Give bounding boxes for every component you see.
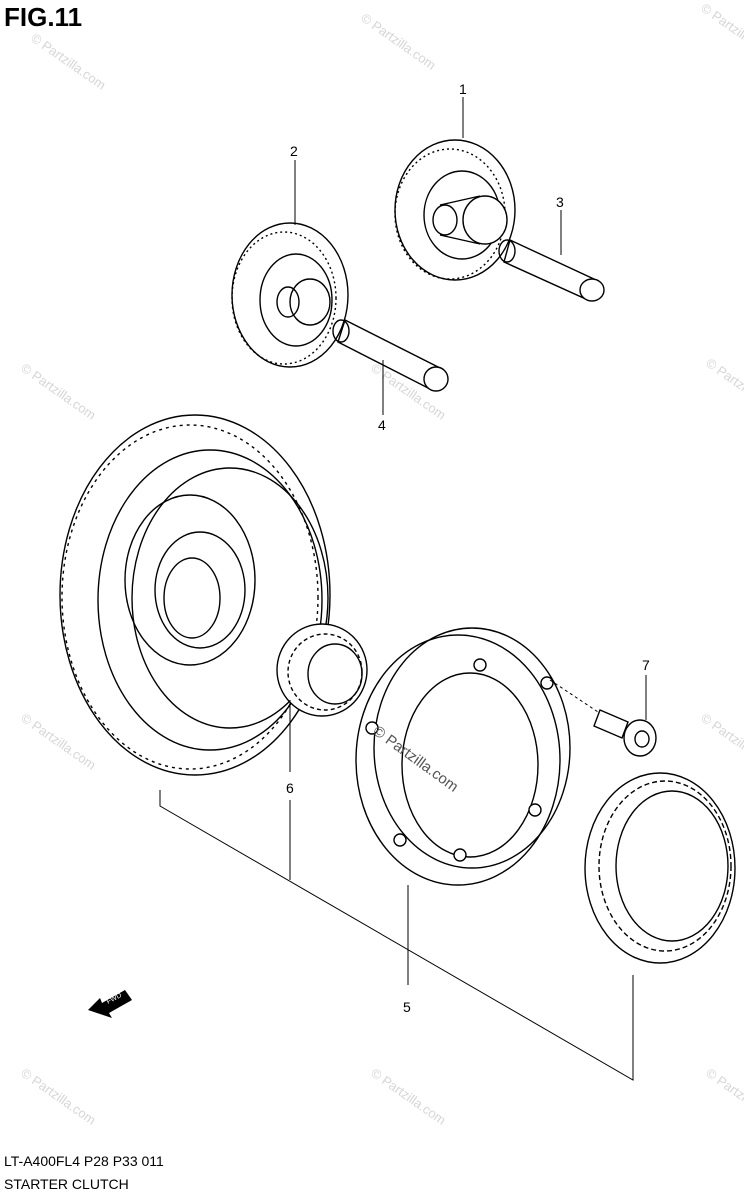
part-4-shaft [332, 319, 449, 392]
part-5-clutch-body [355, 627, 571, 886]
watermark: © Partzilla.com [28, 30, 108, 93]
watermark: © Partzilla.com [18, 710, 98, 773]
callout-7: 7 [642, 657, 650, 673]
watermark-layer: © Partzilla.com © Partzilla.com © Partzi… [18, 0, 744, 1128]
callout-3: 3 [556, 194, 564, 210]
center-watermark: © Partzilla.com [370, 722, 462, 795]
part-1-idler-gear [394, 139, 516, 281]
fwd-arrow-icon: FWD [88, 990, 132, 1018]
watermark: © Partzilla.com [368, 1065, 448, 1128]
starter-driven-gear [59, 414, 331, 776]
one-way-clutch [584, 772, 736, 964]
diagram-caption: STARTER CLUTCH [4, 1176, 129, 1192]
model-line: LT-A400FL4 P28 P33 011 [4, 1153, 164, 1169]
part-2-idler-gear [231, 222, 349, 368]
callout-leaders [159, 97, 647, 1081]
callout-6: 6 [286, 780, 294, 796]
callout-2: 2 [290, 143, 298, 159]
part-3-shaft [498, 239, 605, 302]
watermark: © Partzilla.com [698, 710, 744, 773]
watermark: © Partzilla.com [703, 1065, 744, 1128]
callout-4: 4 [378, 417, 386, 433]
watermark: © Partzilla.com [703, 355, 744, 418]
callout-1: 1 [459, 81, 467, 97]
part-6-needle-bearing [276, 623, 368, 717]
part-7-bolt [549, 679, 657, 757]
figure-title: FIG.11 [4, 2, 83, 32]
watermark: © Partzilla.com [358, 10, 438, 73]
watermark: © Partzilla.com [18, 360, 98, 423]
watermark: © Partzilla.com [18, 1065, 98, 1128]
callout-5: 5 [403, 999, 411, 1015]
watermark: © Partzilla.com [698, 0, 744, 63]
